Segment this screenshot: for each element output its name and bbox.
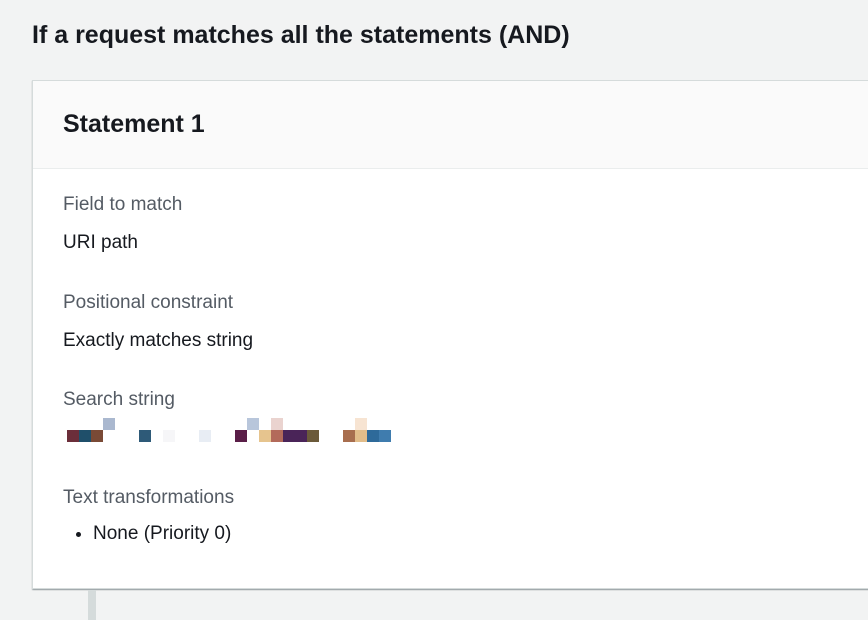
positional-constraint-label: Positional constraint xyxy=(63,292,234,313)
search-string: Search string xyxy=(63,388,403,450)
search-string-label: Search string xyxy=(63,389,175,410)
statement-card: Statement 1 Field to match URI path Posi… xyxy=(32,80,868,589)
text-transformations-label: Text transformations xyxy=(63,487,235,508)
field-to-match: Field to match URI path xyxy=(63,193,182,255)
section-heading: If a request matches all the statements … xyxy=(32,21,570,49)
positional-constraint: Positional constraint Exactly matches st… xyxy=(63,291,253,353)
positional-constraint-value: Exactly matches string xyxy=(63,330,254,351)
field-to-match-label: Field to match xyxy=(63,194,183,215)
list-item: None (Priority 0) xyxy=(93,522,234,546)
statement-title: Statement 1 xyxy=(63,110,205,138)
text-transformations-list: None (Priority 0) xyxy=(63,522,234,546)
statement-connector-line xyxy=(88,590,96,620)
field-to-match-value: URI path xyxy=(63,232,138,253)
search-string-redacted-value xyxy=(63,418,403,450)
text-transformations: Text transformations None (Priority 0) xyxy=(63,486,234,546)
statement-card-header: Statement 1 xyxy=(33,81,868,169)
